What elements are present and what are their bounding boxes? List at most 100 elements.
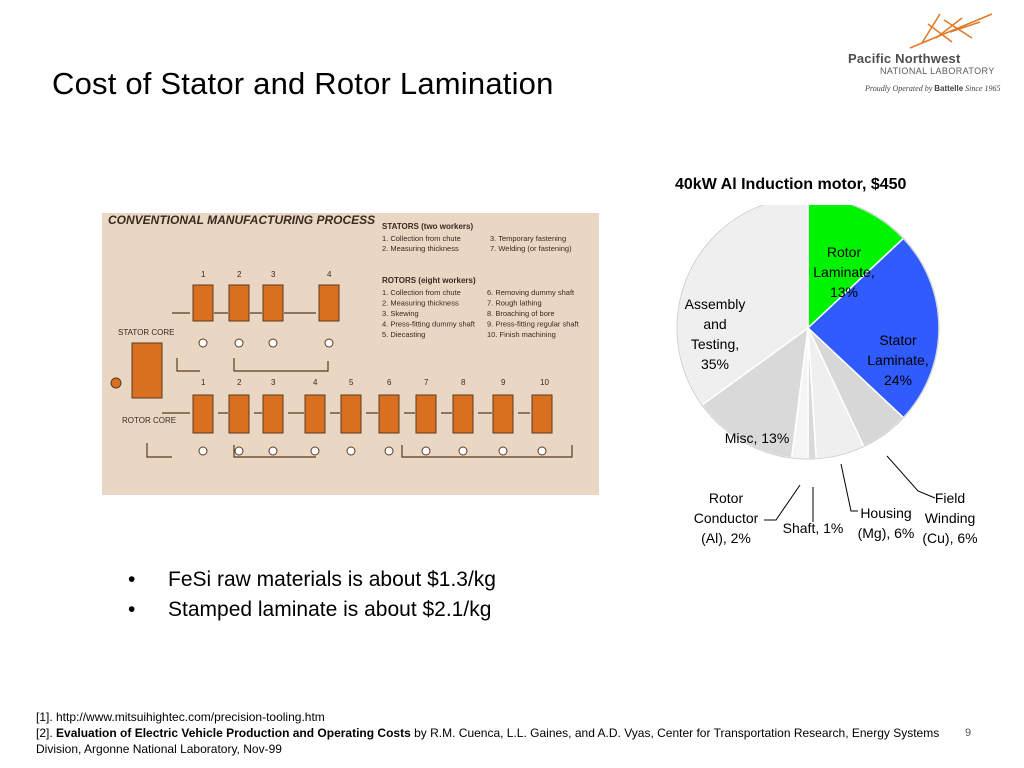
chart-title: 40kW Al Induction motor, $450	[675, 176, 907, 193]
rotor-station	[452, 394, 474, 434]
stator-station-number: 4	[327, 270, 332, 279]
references: [1]. http://www.mitsuihightec.com/precis…	[36, 709, 946, 757]
worker-icon	[346, 446, 356, 456]
worker-icon	[310, 446, 320, 456]
rotor-station	[304, 394, 326, 434]
stator-station	[318, 284, 340, 322]
manufacturing-process-image: CONVENTIONAL MANUFACTURING PROCESS STATO…	[102, 213, 599, 495]
worker-icon	[268, 446, 278, 456]
stator-station-number: 2	[237, 270, 242, 279]
page-number: 9	[965, 727, 972, 739]
bullet-item: Stamped laminate is about $2.1/kg	[128, 595, 496, 625]
logo-tagline-suffix: Since 1965	[963, 84, 1001, 93]
stator-step: 7. Welding (or fastening)	[490, 244, 572, 253]
stator-station-number: 3	[271, 270, 276, 279]
worker-icon	[234, 338, 244, 348]
stator-step: 1. Collection from chute	[382, 234, 461, 243]
rotor-step: 2. Measuring thickness	[382, 299, 459, 308]
rotor-station-number: 1	[201, 378, 206, 387]
stator-station	[262, 284, 284, 322]
rotor-step: 6. Removing dummy shaft	[487, 288, 575, 297]
logo-tagline-brand: Battelle	[934, 84, 964, 93]
worker-icon	[234, 446, 244, 456]
rotor-step: 1. Collection from chute	[382, 288, 461, 297]
stators-title: STATORS (two workers)	[382, 222, 473, 231]
stator-core-box	[131, 342, 163, 399]
rotor-station-number: 2	[237, 378, 242, 387]
rotor-return-line	[146, 443, 573, 458]
rotor-station-number: 9	[501, 378, 506, 387]
logo-subtitle: NATIONAL LABORATORY	[880, 66, 995, 76]
rotor-step: 5. Diecasting	[382, 330, 425, 339]
rotor-step: 10. Finish machining	[487, 330, 556, 339]
rotor-station	[415, 394, 437, 434]
logo-name: Pacific Northwest	[848, 51, 961, 66]
pie-slice-label: Shaft, 1%	[783, 520, 844, 536]
worker-icon	[458, 446, 468, 456]
rotors-steps: 1. Collection from chute 2. Measuring thi…	[382, 288, 580, 339]
worker-icon	[537, 446, 547, 456]
pie-slice-label: Housing(Mg), 6%	[858, 505, 915, 541]
rotor-step: 4. Press-fitting dummy shaft	[382, 320, 476, 329]
rotor-station-number: 3	[271, 378, 276, 387]
worker-icon	[498, 446, 508, 456]
worker-icon	[324, 338, 334, 348]
rotor-station-number: 6	[387, 378, 392, 387]
reference-1: [1]. http://www.mitsuihightec.com/precis…	[36, 710, 325, 724]
rotor-station-number: 4	[313, 378, 318, 387]
rotor-step: 3. Skewing	[382, 309, 419, 318]
pie-leader-line	[886, 455, 936, 499]
worker-icon	[384, 446, 394, 456]
bullet-item: FeSi raw materials is about $1.3/kg	[128, 565, 496, 595]
stator-station-number: 1	[201, 270, 206, 279]
rotor-station	[531, 394, 553, 434]
process-diagram: CONVENTIONAL MANUFACTURING PROCESS STATO…	[108, 213, 580, 458]
reference-2-rest: by R.M. Cuenca, L.L. Gaines, and A.D. Vy…	[36, 726, 940, 756]
bullet-list: FeSi raw materials is about $1.3/kg Stam…	[128, 565, 496, 625]
rotor-station-number: 8	[461, 378, 466, 387]
stator-core-label: STATOR CORE	[118, 328, 174, 337]
rotor-station-number: 7	[424, 378, 429, 387]
rotor-station	[492, 394, 514, 434]
slide-title: Cost of Stator and Rotor Lamination	[52, 66, 554, 101]
rotor-core-dot	[110, 377, 122, 389]
pie-slice-label: Misc, 13%	[725, 430, 790, 446]
stator-return-line	[176, 358, 329, 372]
rotor-station	[228, 394, 250, 434]
rotor-station	[192, 394, 214, 434]
worker-icon	[268, 338, 278, 348]
stator-step: 3. Temporary fastening	[490, 234, 566, 243]
reference-2: [2]. Evaluation of Electric Vehicle Prod…	[36, 725, 946, 757]
stator-station	[228, 284, 250, 322]
reference-2-prefix: [2].	[36, 726, 57, 740]
rotor-station	[340, 394, 362, 434]
rotor-station-number: 5	[349, 378, 354, 387]
process-stations: 1 2 3 4 1 2 3 4 5 6 7 8 9 10	[110, 270, 573, 458]
rotor-station	[262, 394, 284, 434]
process-heading: CONVENTIONAL MANUFACTURING PROCESS	[108, 213, 375, 227]
stator-station	[192, 284, 214, 322]
worker-icon	[198, 446, 208, 456]
stator-step: 2. Measuring thickness	[382, 244, 459, 253]
rotor-step: 7. Rough lathing	[487, 299, 542, 308]
rotor-step: 8. Broaching of bore	[487, 309, 555, 318]
pie-outline	[676, 205, 940, 460]
reference-2-title: Evaluation of Electric Vehicle Productio…	[56, 726, 411, 740]
pie-leader-line	[764, 484, 801, 521]
pnnl-logo-icon	[909, 13, 993, 49]
pnnl-logo: Pacific Northwest NATIONAL LABORATORY Pr…	[840, 12, 1015, 102]
rotor-station-number: 10	[540, 378, 549, 387]
rotor-core-label: ROTOR CORE	[122, 416, 176, 425]
logo-tagline-prefix: Proudly Operated by	[865, 84, 935, 93]
worker-icon	[421, 446, 431, 456]
pie-leader-line	[840, 463, 858, 512]
rotors-title: ROTORS (eight workers)	[382, 276, 476, 285]
logo-tagline: Proudly Operated by Battelle Since 1965	[865, 84, 1000, 93]
